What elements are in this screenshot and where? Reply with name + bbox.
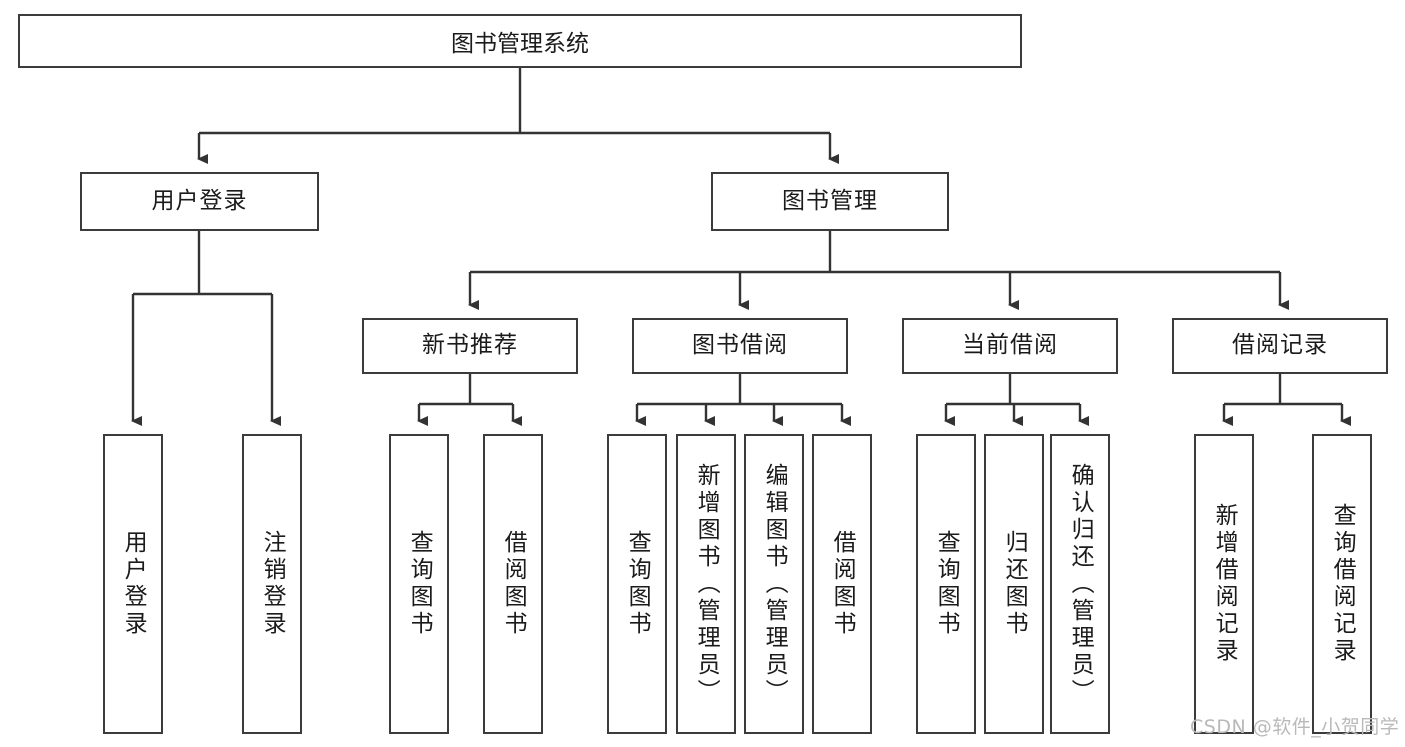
csdn-watermark: CSDN @软件_小贺同学 (1190, 716, 1400, 738)
node-borrow-record-label: 借阅记录 (1232, 332, 1328, 359)
node-leaf-query-book-2[interactable]: 查询图书 (607, 434, 667, 734)
node-leaf-add-borrow-record-label: 新增借阅记录 (1211, 503, 1238, 665)
node-leaf-query-book-3-label: 查询图书 (933, 530, 960, 638)
node-leaf-borrow-book-2-label: 借阅图书 (829, 530, 856, 638)
node-leaf-query-borrow-record[interactable]: 查询借阅记录 (1312, 434, 1372, 734)
node-book-management-label: 图书管理 (782, 187, 878, 214)
node-leaf-query-book-2-label: 查询图书 (624, 530, 651, 638)
node-book-borrow[interactable]: 图书借阅 (632, 318, 848, 374)
node-leaf-logout-login-label: 注销登录 (259, 530, 286, 638)
node-leaf-add-book-label: 新增图书（管理员） (693, 462, 720, 706)
node-root-label: 图书管理系统 (451, 31, 589, 57)
node-leaf-add-borrow-record[interactable]: 新增借阅记录 (1194, 434, 1254, 734)
node-leaf-borrow-book-1-label: 借阅图书 (500, 530, 527, 638)
node-leaf-edit-book[interactable]: 编辑图书（管理员） (744, 434, 804, 734)
node-leaf-query-book-1-label: 查询图书 (406, 530, 433, 638)
node-book-management[interactable]: 图书管理 (711, 172, 949, 231)
node-current-borrow-label: 当前借阅 (962, 332, 1058, 359)
node-root[interactable]: 图书管理系统 (18, 14, 1022, 68)
node-leaf-user-login-label: 用户登录 (120, 530, 147, 638)
node-leaf-query-book-3[interactable]: 查询图书 (916, 434, 976, 734)
node-user-login[interactable]: 用户登录 (80, 172, 319, 231)
node-leaf-query-book-1[interactable]: 查询图书 (389, 434, 449, 734)
node-leaf-edit-book-label: 编辑图书（管理员） (761, 462, 788, 706)
node-leaf-return-book-label: 归还图书 (1001, 530, 1028, 638)
node-leaf-borrow-book-2[interactable]: 借阅图书 (812, 434, 872, 734)
node-book-borrow-label: 图书借阅 (692, 332, 788, 359)
node-borrow-record[interactable]: 借阅记录 (1172, 318, 1388, 374)
node-new-book-recommend[interactable]: 新书推荐 (362, 318, 578, 374)
node-leaf-add-book[interactable]: 新增图书（管理员） (676, 434, 736, 734)
node-current-borrow[interactable]: 当前借阅 (902, 318, 1118, 374)
node-leaf-confirm-return-label: 确认归还（管理员） (1067, 462, 1094, 706)
node-user-login-label: 用户登录 (151, 187, 248, 214)
node-leaf-return-book[interactable]: 归还图书 (984, 434, 1044, 734)
node-leaf-user-login[interactable]: 用户登录 (103, 434, 163, 734)
node-new-book-recommend-label: 新书推荐 (422, 332, 518, 359)
node-leaf-logout-login[interactable]: 注销登录 (242, 434, 302, 734)
node-leaf-query-borrow-record-label: 查询借阅记录 (1329, 503, 1356, 665)
node-leaf-confirm-return[interactable]: 确认归还（管理员） (1050, 434, 1110, 734)
node-leaf-borrow-book-1[interactable]: 借阅图书 (483, 434, 543, 734)
